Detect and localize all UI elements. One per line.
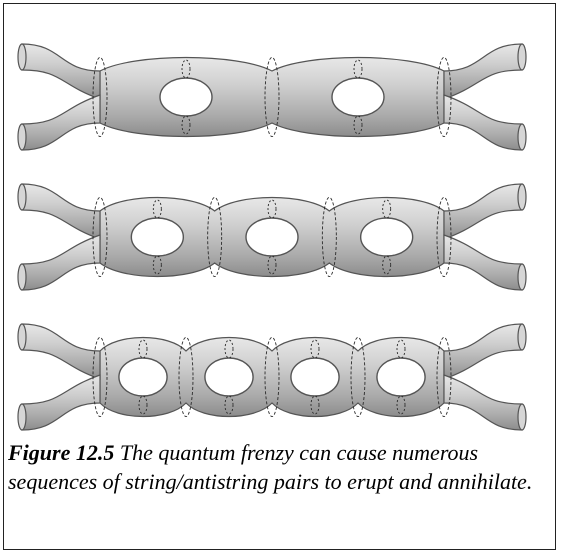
string-leg bbox=[22, 184, 100, 239]
string-end bbox=[18, 184, 26, 210]
string-leg bbox=[444, 184, 522, 239]
string-end bbox=[518, 44, 526, 70]
string-end bbox=[18, 404, 26, 430]
string-end bbox=[18, 324, 26, 350]
loop-hole bbox=[160, 78, 212, 116]
string-end bbox=[518, 324, 526, 350]
string-interaction-diagram bbox=[0, 0, 561, 440]
string-end bbox=[18, 44, 26, 70]
string-end bbox=[518, 404, 526, 430]
loop-hole bbox=[131, 218, 183, 256]
loop-hole bbox=[291, 358, 339, 396]
diagram-row-3 bbox=[18, 324, 526, 430]
string-end bbox=[518, 124, 526, 150]
world-sheet-body bbox=[100, 58, 444, 137]
diagram-row-2 bbox=[18, 184, 526, 290]
loop-hole bbox=[361, 218, 413, 256]
string-end bbox=[18, 264, 26, 290]
diagram-row-1 bbox=[18, 44, 526, 150]
string-end bbox=[18, 124, 26, 150]
loop-hole bbox=[377, 358, 425, 396]
loop-hole bbox=[205, 358, 253, 396]
figure-caption: Figure 12.5 The quantum frenzy can cause… bbox=[8, 438, 556, 496]
string-leg bbox=[22, 235, 100, 290]
loop-hole bbox=[332, 78, 384, 116]
loop-hole bbox=[119, 358, 167, 396]
string-leg bbox=[22, 95, 100, 150]
string-end bbox=[518, 264, 526, 290]
string-leg bbox=[444, 375, 522, 430]
string-leg bbox=[22, 375, 100, 430]
loop-hole bbox=[246, 218, 298, 256]
string-leg bbox=[444, 95, 522, 150]
string-leg bbox=[444, 324, 522, 379]
figure-label: Figure 12.5 bbox=[8, 440, 114, 465]
string-leg bbox=[22, 324, 100, 379]
string-leg bbox=[444, 44, 522, 99]
string-leg bbox=[22, 44, 100, 99]
string-end bbox=[518, 184, 526, 210]
string-leg bbox=[444, 235, 522, 290]
